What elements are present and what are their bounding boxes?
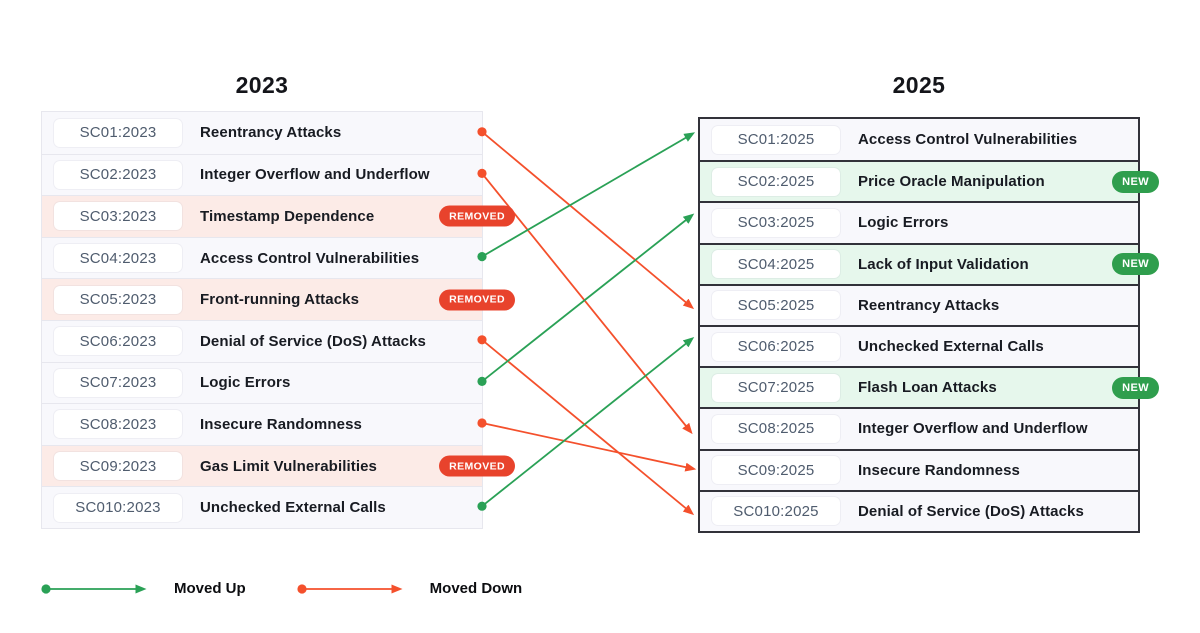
moved-down-arrow-icon — [297, 583, 403, 594]
item-id-chip: SC03:2023 — [54, 202, 182, 231]
item-name: Insecure Randomness — [200, 415, 362, 433]
item-id-chip: SC07:2023 — [54, 368, 182, 397]
list-item: SC04:2023 Access Control Vulnerabilities — [42, 236, 482, 279]
item-id-chip: SC010:2023 — [54, 493, 182, 522]
item-id-chip: SC09:2025 — [712, 456, 840, 485]
list-item: SC010:2025 Denial of Service (DoS) Attack… — [700, 489, 1138, 531]
item-name: Unchecked External Calls — [858, 338, 1044, 356]
removed-badge: REMOVED — [439, 205, 515, 227]
new-badge: NEW — [1112, 170, 1159, 193]
item-id-chip: SC02:2025 — [712, 167, 840, 196]
item-id-chip: SC05:2025 — [712, 291, 840, 320]
list-item: SC01:2023 Reentrancy Attacks — [42, 112, 482, 154]
moved-up-arrow-icon — [41, 583, 147, 594]
item-name: Flash Loan Attacks — [858, 379, 997, 397]
item-name: Reentrancy Attacks — [858, 296, 1000, 314]
item-name: Denial of Service (DoS) Attacks — [858, 502, 1084, 520]
moved-down-arrow — [481, 339, 695, 516]
item-name: Access Control Vulnerabilities — [858, 131, 1078, 149]
item-id-chip: SC08:2025 — [712, 414, 840, 443]
list-item: SC06:2025 Unchecked External Calls — [700, 324, 1138, 367]
item-name: Timestamp Dependence — [200, 207, 375, 225]
list-item: SC04:2025 Lack of Input Validation NEW — [700, 242, 1159, 284]
item-id-chip: SC010:2025 — [712, 497, 840, 526]
item-id-chip: SC07:2025 — [712, 373, 840, 402]
list-item: SC07:2023 Logic Errors — [42, 361, 482, 404]
moved-up-arrow — [481, 337, 695, 507]
legend-label: Moved Down — [429, 580, 523, 597]
item-id-chip: SC06:2025 — [712, 332, 840, 361]
item-id-chip: SC09:2023 — [54, 452, 182, 481]
item-name: Integer Overflow and Underflow — [858, 420, 1088, 438]
list-item: SC09:2023 Gas Limit Vulnerabilities REMOVE… — [42, 444, 515, 487]
item-name: Logic Errors — [858, 214, 949, 232]
item-name: Reentrancy Attacks — [200, 124, 342, 142]
item-name: Gas Limit Vulnerabilities — [200, 457, 377, 475]
removed-badge: REMOVED — [439, 289, 515, 311]
item-id-chip: SC01:2025 — [712, 125, 840, 154]
list-item: SC01:2025 Access Control Vulnerabilities — [700, 119, 1138, 161]
item-id-chip: SC06:2023 — [54, 327, 182, 356]
list-item: SC010:2023 Unchecked External Calls — [42, 486, 482, 528]
legend: Moved Up Moved Down — [40, 580, 522, 597]
removed-badge: REMOVED — [439, 455, 515, 477]
list-item: SC03:2023 Timestamp Dependence REMOVED — [42, 195, 515, 237]
legend-label: Moved Up — [174, 580, 246, 597]
list-item: SC07:2025 Flash Loan Attacks NEW — [700, 366, 1159, 408]
list-item: SC05:2023 Front-running Attacks REMOVED — [42, 278, 515, 320]
item-name: Lack of Input Validation — [858, 255, 1029, 273]
new-badge: NEW — [1112, 376, 1159, 399]
item-id-chip: SC04:2023 — [54, 244, 182, 273]
item-name: Logic Errors — [200, 374, 291, 392]
item-id-chip: SC04:2025 — [712, 250, 840, 279]
list-item: SC02:2023 Integer Overflow and Underflow — [42, 153, 482, 196]
item-id-chip: SC08:2023 — [54, 410, 182, 439]
item-id-chip: SC05:2023 — [54, 285, 182, 314]
item-id-chip: SC01:2023 — [54, 118, 182, 147]
moved-up-arrow — [481, 132, 696, 258]
item-name: Unchecked External Calls — [200, 499, 386, 517]
right-column-title: 2025 — [892, 72, 946, 98]
list-item: SC02:2025 Price Oracle Manipulation NEW — [700, 160, 1159, 202]
item-name: Price Oracle Manipulation — [858, 173, 1045, 191]
item-name: Front-running Attacks — [200, 291, 360, 309]
left-column-title: 2023 — [235, 72, 289, 98]
legend-item: Moved Down — [296, 580, 523, 597]
list-item: SC06:2023 Denial of Service (DoS) Attacks — [42, 319, 482, 362]
item-name: Denial of Service (DoS) Attacks — [200, 332, 426, 350]
list-item: SC03:2025 Logic Errors — [700, 201, 1138, 243]
list-item: SC05:2025 Reentrancy Attacks — [700, 283, 1138, 325]
item-name: Access Control Vulnerabilities — [200, 249, 420, 267]
list-item: SC09:2025 Insecure Randomness — [700, 448, 1138, 490]
item-id-chip: SC02:2023 — [54, 160, 182, 189]
list-item: SC08:2025 Integer Overflow and Underflow — [700, 407, 1138, 449]
item-name: Insecure Randomness — [858, 461, 1020, 479]
list-item: SC08:2023 Insecure Randomness — [42, 403, 482, 445]
item-name: Integer Overflow and Underflow — [200, 166, 430, 184]
item-id-chip: SC03:2025 — [712, 208, 840, 237]
legend-item: Moved Up — [40, 580, 246, 597]
new-badge: NEW — [1112, 253, 1159, 276]
